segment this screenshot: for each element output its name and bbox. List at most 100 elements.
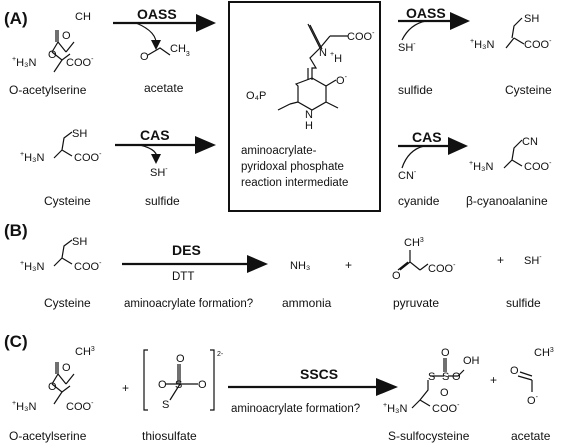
svg-text:+H₃N: +H₃N: [12, 400, 37, 413]
svg-text:CN: CN: [522, 136, 538, 148]
enzyme-cas-label-2: CAS: [412, 129, 442, 145]
cysteine-label-a2: Cysteine: [44, 194, 91, 208]
svg-text:+H₃N: +H₃N: [12, 56, 37, 69]
acetate-methyl: CH3: [170, 43, 190, 58]
svg-text:O: O: [62, 362, 71, 374]
svg-text:O: O: [176, 353, 185, 365]
svg-text:N: N: [305, 109, 313, 121]
svg-text:CH3: CH3: [404, 237, 424, 249]
svg-text:SH-: SH-: [398, 41, 416, 54]
panel-label-b: (B): [4, 221, 28, 240]
svg-text:SH: SH: [72, 128, 87, 140]
svg-text:+H₃N: +H₃N: [470, 38, 495, 51]
thiosulfate-structure: S O O O S 2-: [143, 349, 224, 411]
svg-text:SH-: SH-: [524, 254, 542, 267]
plus-sign-b2: +: [497, 253, 504, 267]
o-acetylserine-label: O-acetylserine: [9, 83, 87, 97]
cysteine-label-b: Cysteine: [44, 296, 91, 310]
svg-text:O-: O-: [527, 394, 539, 407]
thiosulfate-label: thiosulfate: [142, 429, 197, 443]
svg-text:CH3: CH3: [534, 347, 554, 359]
enzyme-des-label: DES: [172, 242, 201, 258]
svg-text:S: S: [175, 379, 182, 391]
svg-text:SH-: SH-: [150, 166, 168, 179]
pyruvate-structure: CH3 O COO-: [392, 237, 456, 282]
intermediate-caption-3: reaction intermediate: [241, 177, 348, 189]
svg-text:O: O: [48, 49, 57, 61]
enzyme-oass-label-2: OASS: [406, 5, 446, 21]
svg-text:O: O: [440, 387, 449, 399]
svg-text:S: S: [428, 371, 435, 383]
intermediate-box: [228, 1, 381, 212]
svg-text:COO-: COO-: [66, 400, 94, 413]
aminoacrylate-note-b: aminoacrylate formation?: [124, 298, 253, 310]
s-sulfocysteine-label: S-sulfocysteine: [388, 429, 470, 443]
aminoacrylate-plp-structure: COO- N +H O- O₄P N H: [246, 23, 375, 132]
o-acetylserine-structure-c: CH3 O O +H₃N COO-: [12, 346, 95, 413]
svg-text:COO-: COO-: [432, 402, 460, 415]
svg-text:+H₃N: +H₃N: [469, 160, 494, 173]
acetate-label: acetate: [144, 81, 184, 95]
svg-text:O: O: [62, 30, 71, 42]
svg-text:O: O: [452, 371, 461, 383]
plus-sign-b1: +: [345, 258, 352, 272]
svg-text:O: O: [198, 379, 207, 391]
svg-text:SH: SH: [524, 13, 539, 25]
panel-label-c: (C): [4, 332, 28, 351]
svg-text:COO-: COO-: [524, 38, 552, 51]
svg-text:OH: OH: [463, 355, 480, 367]
svg-text:O: O: [441, 347, 450, 359]
svg-text:O: O: [392, 270, 401, 282]
svg-text:O: O: [48, 381, 57, 393]
svg-text:2-: 2-: [217, 351, 224, 358]
nh3-formula: NH₃: [290, 260, 310, 272]
svg-text:O: O: [140, 51, 149, 63]
svg-text:N: N: [319, 47, 327, 59]
svg-text:SH: SH: [72, 236, 87, 248]
intermediate-caption-1: aminoacrylate-: [241, 145, 317, 157]
beta-cyanoalanine-label: β-cyanoalanine: [466, 194, 548, 208]
enzyme-oass-label: OASS: [137, 6, 177, 22]
carboxylate-label: COO: [66, 57, 92, 69]
ammonia-label: ammonia: [282, 296, 332, 310]
aminoacrylate-note-c: aminoacrylate formation?: [231, 403, 360, 415]
sulfide-label-b: sulfide: [506, 296, 541, 310]
acetate-structure-c: CH3 O O-: [510, 347, 554, 407]
svg-text:+H₃N: +H₃N: [20, 151, 45, 164]
svg-text:COO-: COO-: [66, 56, 94, 69]
panel-label-a: (A): [4, 9, 28, 28]
s-sulfocysteine-structure: S S O O OH O +H₃N COO-: [383, 347, 480, 415]
o-acetylserine-label-c: O-acetylserine: [9, 429, 87, 443]
enzyme-sscs-label: SSCS: [300, 366, 338, 382]
intermediate-caption-2: pyridoxal phosphate: [241, 161, 344, 173]
sulfide-entry-arrow: [401, 20, 427, 41]
svg-text:O: O: [510, 365, 519, 377]
plus-sign-c2: +: [490, 373, 497, 387]
svg-text:S: S: [162, 399, 169, 411]
sulfide-label-a2: sulfide: [145, 194, 180, 208]
svg-text:COO-: COO-: [74, 151, 102, 164]
svg-text:COO-: COO-: [74, 260, 102, 273]
o-acetylserine-structure-a: CH O O +H₃N COO-: [12, 11, 94, 73]
arrowhead: [196, 14, 216, 32]
svg-text:COO-: COO-: [347, 30, 375, 43]
cysteine-structure-b: SH +H₃N COO-: [20, 236, 102, 273]
svg-text:+H₃N: +H₃N: [20, 260, 45, 273]
sulfide-label-a: sulfide: [398, 83, 433, 97]
svg-text:+H: +H: [330, 51, 342, 65]
enzyme-cas-label: CAS: [140, 127, 170, 143]
amine-label: H₃N: [16, 57, 36, 69]
cysteine-label-a: Cysteine: [505, 83, 552, 97]
svg-text:O: O: [158, 379, 167, 391]
svg-text:COO-: COO-: [524, 160, 552, 173]
svg-text:CH3: CH3: [75, 346, 95, 358]
plus-sign-c1: +: [122, 381, 129, 395]
cyanide-label: cyanide: [398, 194, 440, 208]
dtt-label: DTT: [172, 271, 194, 283]
phosphate-label: O₄P: [246, 90, 266, 102]
svg-text:CN-: CN-: [398, 169, 417, 182]
methyl-label: CH: [75, 11, 91, 23]
svg-text:COO-: COO-: [428, 262, 456, 275]
svg-text:S: S: [442, 371, 449, 383]
